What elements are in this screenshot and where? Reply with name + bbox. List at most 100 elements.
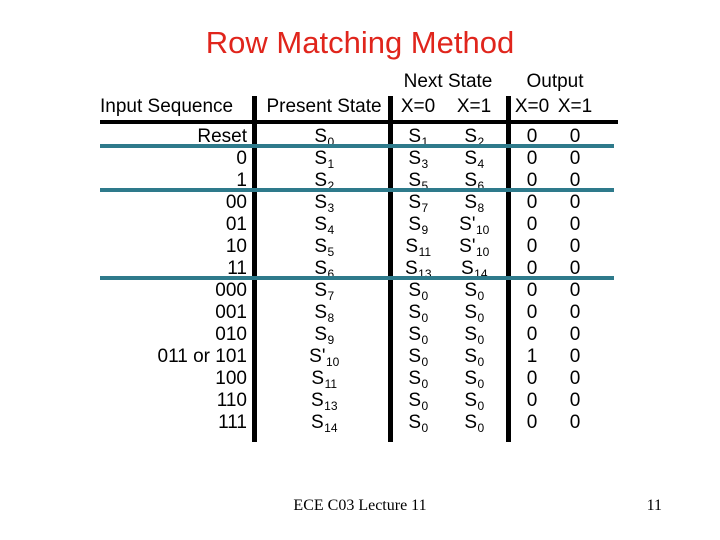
- input-sequence-cell: 100: [215, 368, 247, 389]
- column-divider-after-present: [388, 96, 393, 442]
- present-state-cell: S14: [310, 412, 338, 435]
- next-state-x1-cell: S4: [464, 148, 485, 171]
- next-state-x1-cell: S0: [464, 324, 485, 347]
- input-sequence-cell: 111: [218, 412, 247, 433]
- group-separator-line: [100, 188, 614, 192]
- next-state-x1-cell: S0: [464, 302, 485, 325]
- output-x1-cell: 0: [569, 192, 581, 213]
- input-sequence-cell: 0: [236, 148, 247, 169]
- next-state-x0-cell: S0: [408, 324, 429, 347]
- next-state-x1-cell: S6: [464, 170, 485, 193]
- input-sequence-cell: 011 or 101: [157, 346, 247, 367]
- next-state-x1-cell: S'10: [459, 236, 490, 259]
- next-state-x0-cell: S7: [408, 192, 429, 215]
- output-x1-cell: 0: [569, 170, 581, 191]
- output-x0-cell: 0: [526, 324, 538, 345]
- next-state-x1-cell: S0: [464, 412, 485, 435]
- output-x0-cell: 0: [526, 148, 538, 169]
- input-sequence-cell: 00: [225, 192, 247, 213]
- next-state-group-header: Next State: [403, 71, 493, 92]
- next-state-x0-cell: S0: [408, 412, 429, 435]
- present-state-cell: S11: [311, 368, 338, 391]
- table-row: 010 S9 S0 S0 0 0: [100, 324, 618, 346]
- output-x1-cell: 0: [569, 390, 581, 411]
- input-sequence-cell: 01: [225, 214, 247, 235]
- input-sequence-cell: 110: [216, 390, 247, 411]
- column-divider-after-input: [252, 96, 257, 442]
- next-state-x0-cell: S11: [405, 236, 432, 259]
- output-x0-cell: 0: [526, 214, 538, 235]
- output-x0-cell: 0: [526, 280, 538, 301]
- next-state-x1-cell: S0: [464, 368, 485, 391]
- output-x1-cell: 0: [569, 148, 581, 169]
- next-state-x0-cell: S5: [408, 170, 429, 193]
- output-x0-cell: 0: [526, 236, 538, 257]
- table-row: 00 S3 S7 S8 0 0: [100, 192, 618, 214]
- next-state-x0-cell: S0: [408, 280, 429, 303]
- input-sequence-cell: 001: [215, 302, 247, 323]
- output-x0-cell: 0: [526, 170, 538, 191]
- output-x0-column-header: X=0: [514, 96, 550, 117]
- header-underline: [100, 120, 618, 124]
- next-state-x1-cell: S0: [464, 280, 485, 303]
- output-x0-cell: 1: [526, 346, 538, 367]
- present-state-cell: S13: [310, 390, 338, 413]
- table-row: 110 S13 S0 S0 0 0: [100, 390, 618, 412]
- present-state-cell: S3: [314, 192, 335, 215]
- present-state-cell: S0: [314, 126, 335, 149]
- page-number: 11: [646, 497, 662, 514]
- slide-title: Row Matching Method: [205, 25, 515, 60]
- output-x0-cell: 0: [526, 390, 538, 411]
- table-row: 1 S2 S5 S6 0 0: [100, 170, 618, 192]
- input-sequence-cell: 000: [215, 280, 247, 301]
- table-row: 001 S8 S0 S0 0 0: [100, 302, 618, 324]
- table-row: 100 S11 S0 S0 0 0: [100, 368, 618, 390]
- next-state-x1-cell: S0: [464, 390, 485, 413]
- next-state-x1-cell: S8: [464, 192, 485, 215]
- present-state-cell: S7: [314, 280, 335, 303]
- next-state-x1-cell: S'10: [459, 214, 490, 237]
- next-state-x0-cell: S0: [408, 368, 429, 391]
- output-x0-cell: 0: [526, 368, 538, 389]
- output-x1-cell: 0: [569, 258, 581, 279]
- column-divider-after-next: [506, 96, 511, 442]
- output-x1-cell: 0: [569, 346, 581, 367]
- table-row: Reset S0 S1 S2 0 0: [100, 126, 618, 148]
- present-state-cell: S2: [314, 170, 335, 193]
- output-x1-cell: 0: [569, 368, 581, 389]
- table-row: 10 S5 S11 S'10 0 0: [100, 236, 618, 258]
- footer-lecture-label: ECE C03 Lecture 11: [293, 497, 427, 514]
- present-state-cell: S9: [314, 324, 335, 347]
- input-sequence-cell: 010: [215, 324, 247, 345]
- output-group-header: Output: [526, 71, 584, 92]
- next-state-x0-cell: S0: [408, 390, 429, 413]
- output-x1-cell: 0: [569, 412, 581, 433]
- state-transition-table: Next State Output Input Sequence Present…: [100, 70, 618, 450]
- input-sequence-cell: Reset: [197, 126, 247, 147]
- present-state-cell: S'10: [309, 346, 340, 369]
- table-row: 01 S4 S9 S'10 0 0: [100, 214, 618, 236]
- next-state-x0-cell: S3: [408, 148, 429, 171]
- output-x0-cell: 0: [526, 412, 538, 433]
- next-state-x1-cell: S2: [464, 126, 485, 149]
- input-sequence-cell: 11: [227, 258, 247, 279]
- output-x1-column-header: X=1: [557, 96, 593, 117]
- input-sequence-cell: 1: [236, 170, 247, 191]
- next-state-x0-cell: S1: [408, 126, 429, 149]
- next-state-x0-column-header: X=0: [400, 96, 436, 117]
- table-row: 11 S6 S13 S14 0 0: [100, 258, 618, 280]
- present-state-column-header: Present State: [266, 96, 382, 117]
- next-state-x1-cell: S0: [464, 346, 485, 369]
- group-separator-line: [100, 144, 614, 148]
- table-row: 000 S7 S0 S0 0 0: [100, 280, 618, 302]
- output-x0-cell: 0: [526, 258, 538, 279]
- group-separator-line: [100, 276, 614, 280]
- output-x1-cell: 0: [569, 126, 581, 147]
- output-x0-cell: 0: [526, 192, 538, 213]
- output-x1-cell: 0: [569, 324, 581, 345]
- output-x1-cell: 0: [569, 280, 581, 301]
- next-state-x0-cell: S0: [408, 302, 429, 325]
- present-state-cell: S6: [314, 258, 335, 281]
- table-row: 0 S1 S3 S4 0 0: [100, 148, 618, 170]
